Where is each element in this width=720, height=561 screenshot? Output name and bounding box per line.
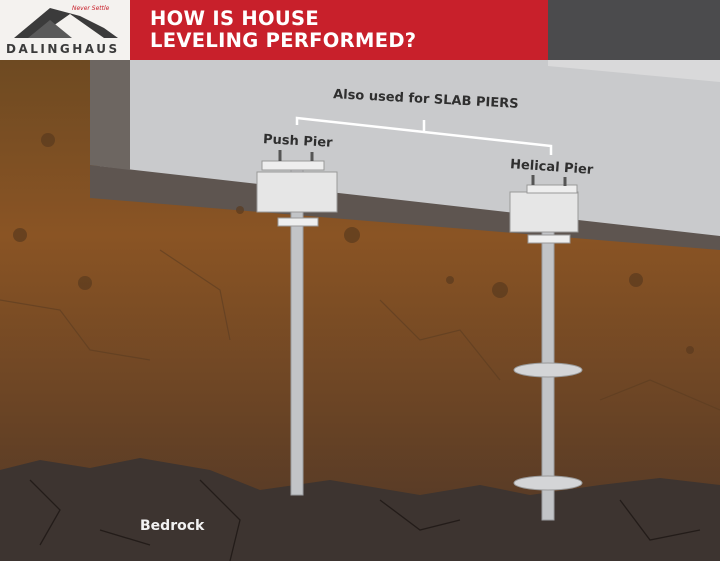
title-line-1: HOW IS HOUSE: [150, 7, 319, 30]
bedrock: [0, 458, 720, 561]
helix-upper: [513, 362, 583, 378]
title-line-2: LEVELING PERFORMED?: [150, 29, 417, 52]
soil-cracks: [0, 249, 720, 411]
brand-name: DALINGHAUS: [6, 42, 120, 56]
page-title: HOW IS HOUSE LEVELING PERFORMED?: [150, 8, 416, 52]
title-banner: HOW IS HOUSE LEVELING PERFORMED?: [130, 0, 548, 60]
bedrock-cracks: [29, 479, 701, 561]
soil-stones: [13, 133, 694, 354]
slab-top-edge: [548, 60, 720, 82]
house-logo-icon: Never Settle: [14, 5, 118, 38]
helical-pier: [509, 175, 583, 521]
helix-lower: [513, 475, 583, 491]
logo: Never Settle DALINGHAUS: [0, 0, 130, 60]
sky-corner: [548, 0, 720, 60]
tagline: Never Settle: [72, 5, 110, 12]
push-pier: [256, 150, 338, 496]
bedrock-label: Bedrock: [140, 518, 205, 534]
wall-side: [90, 60, 130, 170]
slab-piers-bracket: [295, 116, 553, 155]
